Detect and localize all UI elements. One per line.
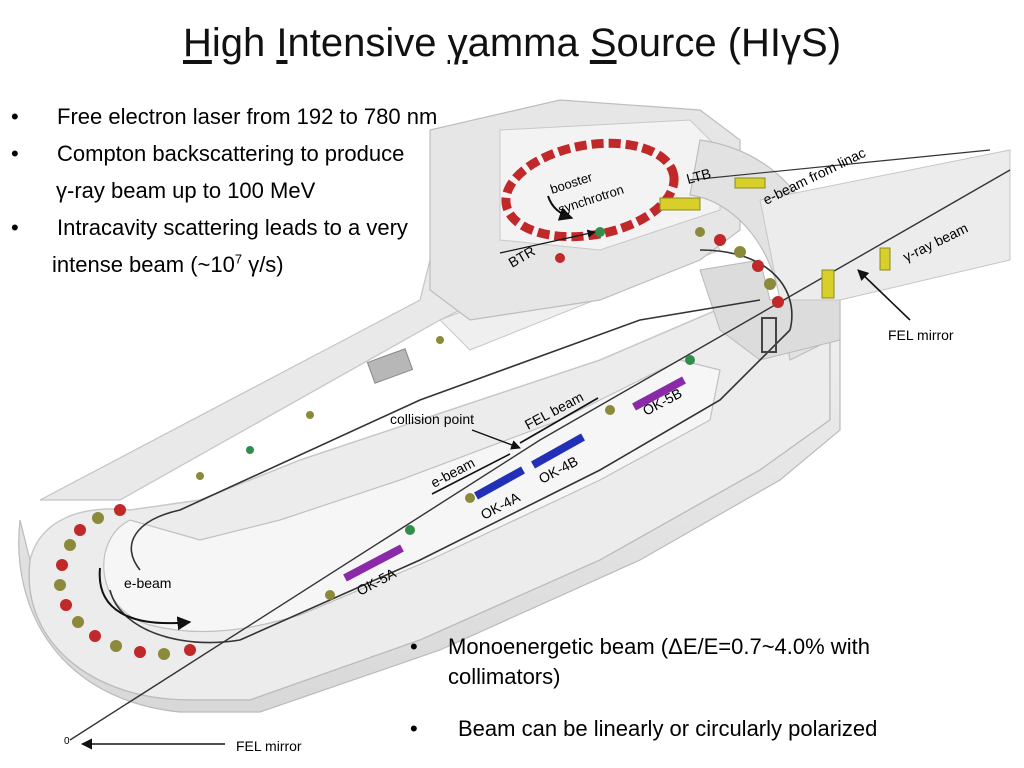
- fel-mirror-right-label: FEL mirror: [888, 327, 954, 343]
- list-item: • Monoenergetic beam (ΔE/E=0.7~4.0% with…: [400, 628, 1000, 689]
- tunnel-inner-wall: [103, 359, 721, 633]
- ok4b-wiggler: [531, 433, 585, 469]
- bullet-text: Monoenergetic beam (ΔE/E=0.7~4.0% with: [448, 634, 870, 659]
- ok4a-wiggler: [474, 466, 525, 500]
- bullet-text: intense beam (~107 γ/s): [52, 251, 284, 277]
- e-beam-loop-arrow: [98, 567, 192, 631]
- ltb-label: LTB: [685, 165, 713, 187]
- electron-beam-path: [130, 299, 761, 571]
- bullet-text: Beam can be linearly or circularly polar…: [458, 716, 878, 741]
- bullet-dot: •: [410, 716, 418, 741]
- east-arc-magnets: [555, 227, 784, 308]
- e-beam-mid-arrow: [431, 453, 511, 495]
- list-item: • Beam can be linearly or circularly pol…: [400, 714, 1000, 754]
- list-item-continuation: intense beam (~107 γ/s): [0, 246, 540, 283]
- booster-direction-arrow: [547, 195, 574, 221]
- fel-optical-axis: [69, 169, 1011, 741]
- list-item: • Free electron laser from 192 to 780 nm: [0, 98, 540, 135]
- collision-point-label: collision point: [390, 411, 474, 427]
- list-item: • Intracavity scattering leads to a very: [0, 209, 540, 246]
- bullet-dot: •: [11, 215, 19, 240]
- fel-beam-arrow: [519, 397, 599, 444]
- bullet-text: Compton backscattering to produce: [57, 141, 405, 166]
- list-item: • Compton backscattering to produce: [0, 135, 540, 172]
- bullet-dot: •: [11, 141, 19, 166]
- bullet-text: Free electron laser from 192 to 780 nm: [57, 104, 438, 129]
- ok5a-wiggler: [343, 544, 404, 582]
- list-item-continuation: γ-ray beam up to 100 MeV: [0, 172, 540, 209]
- fel-mirror-bottom-label: FEL mirror: [236, 738, 302, 754]
- collision-point-arrow: [471, 429, 521, 450]
- fel-mirror-right-arrow: [857, 269, 911, 321]
- bullet-dot: •: [11, 104, 19, 129]
- ok5b-wiggler: [632, 376, 686, 411]
- e-beam-loop-label: e-beam: [124, 575, 171, 591]
- rf-cavity: [366, 348, 414, 384]
- zero-marker-label: 0: [64, 736, 70, 747]
- straight-section-magnets: [196, 336, 695, 600]
- bullet-text: collimators): [448, 664, 561, 689]
- bullet-text: γ-ray beam up to 100 MeV: [56, 178, 316, 203]
- bullet-text: Intracavity scattering leads to a very: [57, 215, 408, 240]
- fel-mirror-device: [761, 317, 777, 353]
- west-arc-magnets: [54, 504, 196, 660]
- top-bullet-list: • Free electron laser from 192 to 780 nm…: [0, 98, 540, 283]
- slide-title: High Intensive γamma Source (HIγS): [182, 21, 842, 65]
- bottom-bullet-list: • Monoenergetic beam (ΔE/E=0.7~4.0% with…: [400, 628, 1000, 741]
- bullet-dot: •: [410, 634, 418, 659]
